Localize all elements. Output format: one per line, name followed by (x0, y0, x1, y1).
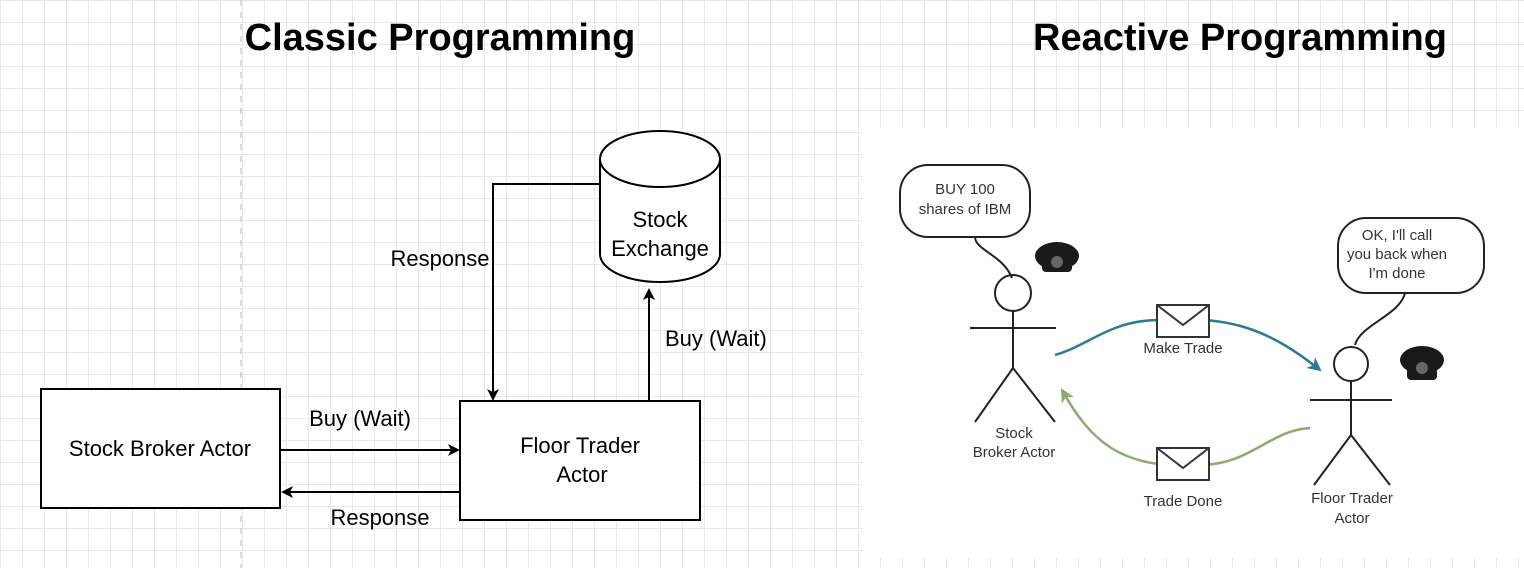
trade-done-envelope-icon (1156, 447, 1210, 481)
stock-broker-actor-label: Stock Broker Actor (69, 436, 251, 461)
classic-title: Classic Programming (245, 17, 636, 59)
floor-trader-label-line2: Actor (1334, 510, 1369, 527)
broker-bubble-line1: BUY 100 (935, 181, 995, 198)
buy-wait-label-right: Buy (Wait) (665, 326, 767, 351)
make-trade-label: Make Trade (1143, 340, 1222, 357)
trader-bubble-line2: you back when (1347, 246, 1447, 263)
floor-trader-stick-figure (1310, 346, 1392, 486)
floor-trader-label-line1: Floor Trader (1311, 490, 1393, 507)
stock-broker-stick-figure (970, 274, 1056, 423)
trader-speech-bubble: OK, I'll call you back when I'm done (1337, 217, 1485, 346)
stock-broker-label-line2: Broker Actor (973, 444, 1056, 461)
response-arrow-to-trader (487, 183, 600, 401)
stock-exchange-label-line2: Exchange (611, 236, 709, 261)
broker-bubble-line2: shares of IBM (919, 201, 1012, 218)
response-label-bottom: Response (330, 505, 429, 530)
floor-trader-actor-box[interactable]: Floor Trader Actor (459, 400, 701, 521)
floor-trader-actor-label-line1: Floor Trader (520, 433, 640, 458)
trader-telephone-icon (1400, 346, 1444, 380)
trader-bubble-line3: I'm done (1368, 265, 1425, 282)
trade-done-label: Trade Done (1144, 493, 1223, 510)
broker-speech-bubble: BUY 100 shares of IBM (899, 164, 1031, 279)
floor-trader-actor-label-line2: Actor (556, 462, 607, 487)
trader-bubble-line1: OK, I'll call (1362, 227, 1432, 244)
stock-broker-actor-box[interactable]: Stock Broker Actor (40, 388, 281, 509)
make-trade-envelope-icon (1156, 304, 1210, 338)
broker-telephone-icon (1035, 242, 1079, 272)
stock-exchange-database[interactable]: Stock Exchange (599, 130, 721, 283)
stock-exchange-label-line1: Stock (632, 207, 688, 232)
buy-wait-label-bottom: Buy (Wait) (309, 406, 411, 431)
stock-broker-label-line1: Stock (995, 425, 1033, 442)
reactive-title: Reactive Programming (1033, 17, 1447, 59)
response-label-top: Response (390, 246, 489, 271)
